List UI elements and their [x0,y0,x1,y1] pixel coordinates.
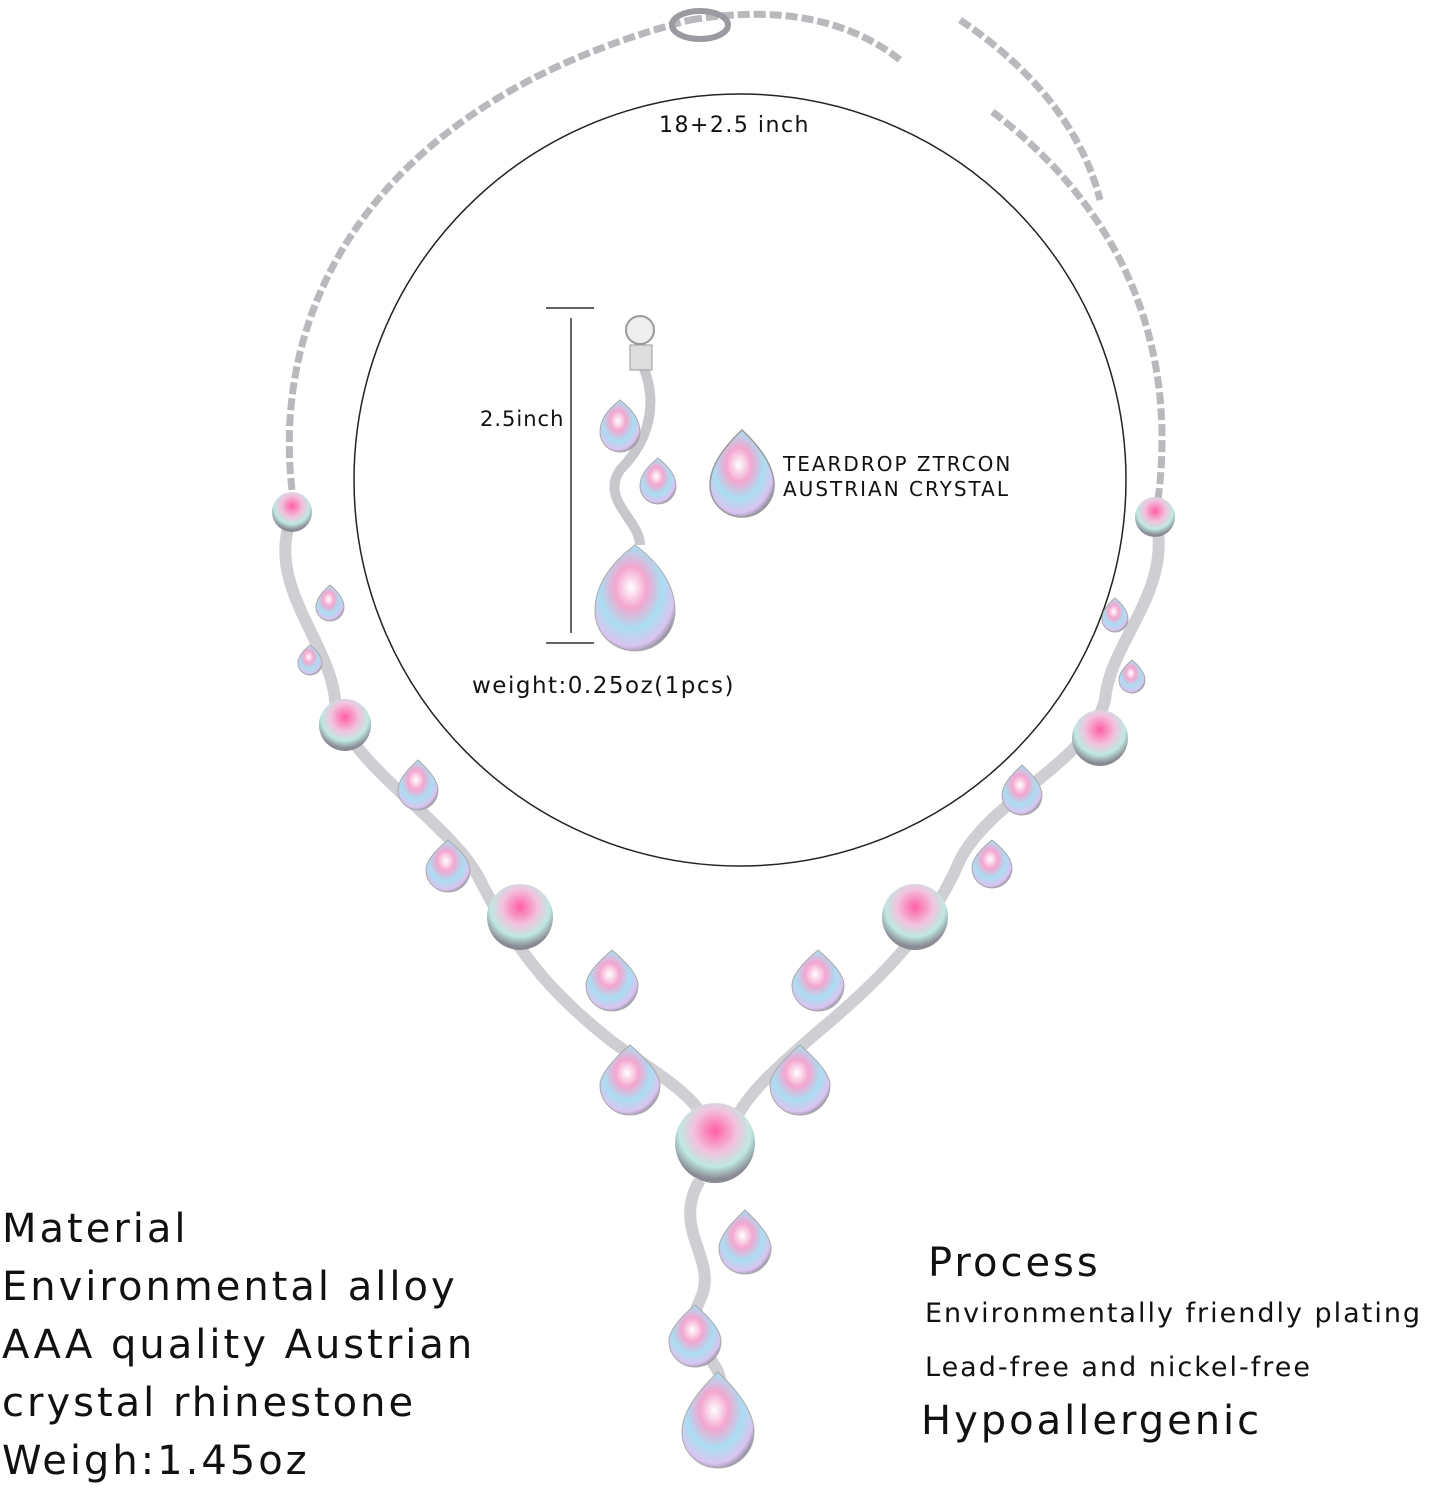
earring-weight-label: weight:0.25oz(1pcs) [472,673,735,699]
gem-type-label: TEARDROP ZTRCON AUSTRIAN CRYSTAL [783,452,1012,502]
material-line: Environmental alloy [2,1264,458,1310]
earring-dimension-line [546,307,594,644]
process-highlight: Hypoallergenic [921,1398,1263,1444]
gem-label-line: TEARDROP ZTRCON [783,452,1013,476]
measure-circle [353,93,1127,867]
round-crystals [272,492,1175,1183]
clasp-icon [669,8,731,42]
necklace-right-side [729,513,1165,1123]
teardrop-crystal [709,428,775,518]
process-line: Lead-free and nickel-free [925,1352,1313,1383]
necklace-length-label: 18+2.5 inch [655,113,815,138]
material-block: Material Environmental alloy AAA quality… [2,1200,475,1490]
gem-label-line: AUSTRIAN CRYSTAL [783,477,1011,501]
material-weight: Weigh:1.45oz [2,1438,310,1484]
material-line: AAA quality Austrian [2,1322,476,1368]
material-line: crystal rhinestone [2,1380,417,1426]
material-heading: Material [2,1206,189,1252]
process-heading: Process [928,1240,1101,1286]
earring-illustration [594,315,677,652]
earring-length-label: 2.5inch [480,407,565,431]
pendant-drop [668,1176,772,1469]
process-line: Environmentally friendly plating [925,1298,1423,1329]
necklace-chain [285,10,1166,501]
teardrop-crystals [297,584,1146,1116]
